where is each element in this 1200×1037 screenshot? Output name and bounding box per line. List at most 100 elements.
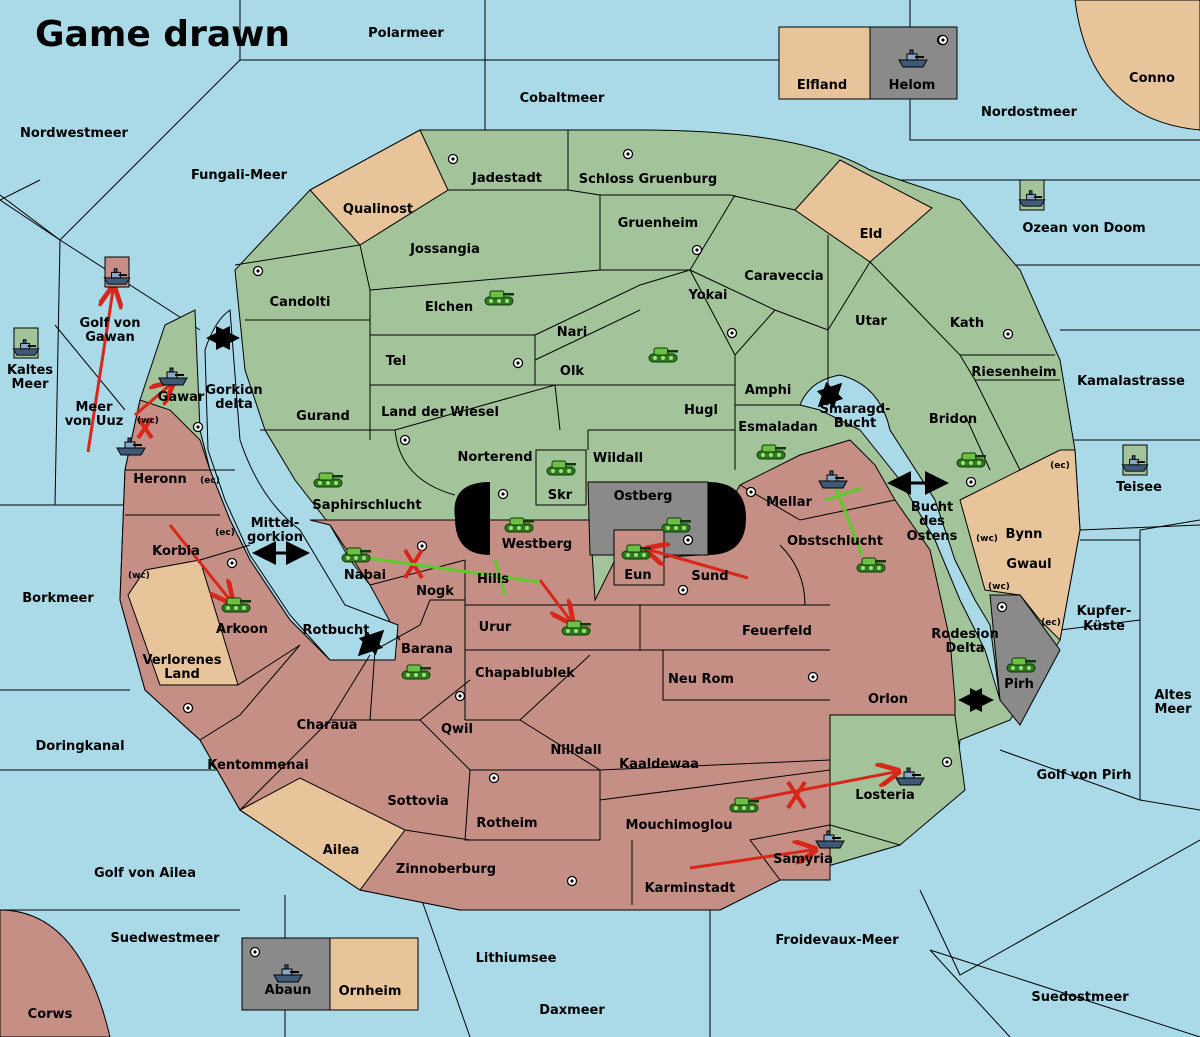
label-bynn[interactable]: Bynn [1006,527,1043,542]
label-sottovia[interactable]: Sottovia [387,794,448,809]
label-losteria[interactable]: Losteria [855,788,915,803]
label-feuerfeld[interactable]: Feuerfeld [742,624,812,639]
label-golf-von-ailea[interactable]: Golf von Ailea [94,866,196,881]
label-rotheim[interactable]: Rotheim [476,816,537,831]
label-tel[interactable]: Tel [386,354,406,369]
label-schloss-gruenburg[interactable]: Schloss Gruenburg [579,172,717,187]
label-gruenheim[interactable]: Gruenheim [618,216,698,231]
coast-bynn-wc: (wc) [976,534,998,544]
label-arkoon[interactable]: Arkoon [216,622,268,637]
label-charaua[interactable]: Charaua [297,718,358,733]
label-olk[interactable]: Olk [560,364,585,379]
label-rotbucht[interactable]: Rotbucht [303,623,370,638]
label-abaun[interactable]: Abaun [265,983,312,998]
label-nabai[interactable]: Nabai [344,568,386,583]
label-mittelgorkion[interactable]: Mittel-gorkion [247,516,303,545]
label-wildall[interactable]: Wildall [593,451,643,466]
label-karminstadt[interactable]: Karminstadt [645,881,736,896]
label-utar[interactable]: Utar [855,314,888,329]
label-cobaltmeer[interactable]: Cobaltmeer [520,91,605,106]
label-ostberg[interactable]: Ostberg [614,489,673,504]
label-suedostmeer[interactable]: Suedostmeer [1031,990,1129,1005]
label-ornheim[interactable]: Ornheim [339,984,402,999]
label-hills[interactable]: Hills [477,572,509,587]
label-neu-rom[interactable]: Neu Rom [668,672,734,687]
label-skr[interactable]: Skr [548,488,573,503]
label-urur[interactable]: Urur [479,620,512,635]
label-amphi[interactable]: Amphi [745,383,792,398]
label-heronn[interactable]: Heronn [133,472,187,487]
label-borkmeer[interactable]: Borkmeer [22,591,94,606]
label-chapablublek[interactable]: Chapablublek [475,666,575,681]
label-eun[interactable]: Eun [624,568,651,583]
label-jossangia[interactable]: Jossangia [409,242,480,257]
label-sund[interactable]: Sund [691,569,728,584]
label-kaaldewaa[interactable]: Kaaldewaa [619,757,699,772]
label-land-der-wiesel[interactable]: Land der Wiesel [381,405,499,420]
label-kamalastrasse[interactable]: Kamalastrasse [1077,374,1185,389]
label-daxmeer[interactable]: Daxmeer [539,1003,605,1018]
supply-center-dot [196,425,200,429]
label-mellar[interactable]: Mellar [766,495,812,510]
label-riesenheim[interactable]: Riesenheim [971,365,1056,380]
label-teisee[interactable]: Teisee [1116,480,1162,495]
label-samyria[interactable]: Samyria [773,852,833,867]
label-hugl[interactable]: Hugl [684,403,718,418]
label-kentommenai[interactable]: Kentommenai [207,758,308,773]
label-jadestadt[interactable]: Jadestadt [471,171,542,186]
label-elfland[interactable]: Elfland [797,78,847,93]
label-conno[interactable]: Conno [1129,71,1175,86]
label-gawar[interactable]: Gawar [158,390,205,405]
label-qwil[interactable]: Qwil [441,722,473,737]
label-pirh[interactable]: Pirh [1004,677,1034,692]
label-ailea[interactable]: Ailea [323,843,360,858]
label-norterend[interactable]: Norterend [457,450,532,465]
label-lithiumsee[interactable]: Lithiumsee [476,951,557,966]
label-westberg[interactable]: Westberg [502,537,572,552]
label-nari[interactable]: Nari [557,325,588,340]
label-golf-von-pirh[interactable]: Golf von Pirh [1036,768,1131,783]
label-bridon[interactable]: Bridon [929,412,977,427]
label-gwaul[interactable]: Gwaul [1006,557,1051,572]
label-kath[interactable]: Kath [950,316,984,331]
label-corws[interactable]: Corws [28,1007,73,1022]
label-qualinost[interactable]: Qualinost [343,202,413,217]
label-elchen[interactable]: Elchen [425,300,473,315]
label-orlon[interactable]: Orlon [868,692,908,707]
label-mouchimoglou[interactable]: Mouchimoglou [626,818,733,833]
label-nordostmeer[interactable]: Nordostmeer [981,105,1078,120]
label-eld[interactable]: Eld [860,227,883,242]
label-nordwestmeer[interactable]: Nordwestmeer [20,126,128,141]
label-korbia[interactable]: Korbia [152,544,200,559]
label-saphirschlucht[interactable]: Saphirschlucht [312,498,421,513]
conno-land [1074,0,1200,131]
label-polarmeer[interactable]: Polarmeer [368,26,444,41]
label-obstschlucht[interactable]: Obstschlucht [787,534,883,549]
label-suedwestmeer[interactable]: Suedwestmeer [110,931,220,946]
label-nogk[interactable]: Nogk [416,584,454,599]
label-nilldall[interactable]: Nilldall [550,743,601,758]
label-fungali-meer[interactable]: Fungali-Meer [191,168,288,183]
label-caraveccia[interactable]: Caraveccia [744,269,823,284]
label-zinnoberburg[interactable]: Zinnoberburg [396,862,496,877]
label-barana[interactable]: Barana [401,642,453,657]
label-smaragd-bucht[interactable]: Smaragd-Bucht [820,402,891,431]
label-gurand[interactable]: Gurand [296,409,350,424]
supply-center-dot [420,544,424,548]
label-doringkanal[interactable]: Doringkanal [35,739,124,754]
label-kupfer-kueste[interactable]: Kupfer-Küste [1077,604,1132,634]
label-froidevaux-meer[interactable]: Froidevaux-Meer [775,933,899,948]
label-yokai[interactable]: Yokai [687,288,727,303]
label-ozean-von-doom[interactable]: Ozean von Doom [1022,221,1145,236]
label-candolti[interactable]: Candolti [270,295,331,310]
label-esmaladan[interactable]: Esmaladan [738,420,818,435]
label-helom[interactable]: Helom [889,78,936,93]
